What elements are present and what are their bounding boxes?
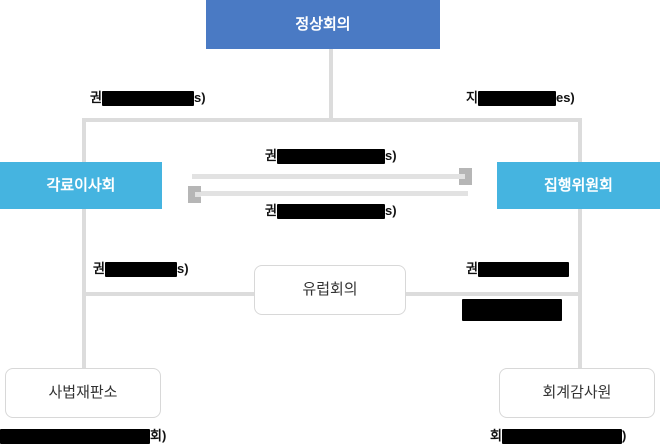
- node-summit-label: 정상회의: [295, 15, 351, 33]
- arrow-council-to-committee-track: [192, 174, 464, 179]
- caption-bottom-left-suffix: 회): [150, 428, 167, 443]
- node-parliament-label: 유럽회의: [302, 281, 358, 298]
- edge-label-top-right-prefix: 지: [466, 90, 478, 105]
- edge-label-middle-lower: 권 s): [265, 203, 397, 220]
- edge-label-middle-lower-redaction: [276, 204, 385, 220]
- node-council-label: 각료이사회: [46, 176, 116, 194]
- arrow-head-right-notch: [459, 174, 465, 179]
- edge-label-top-right-suffix: es): [555, 90, 575, 105]
- arrow-head-left-notch: [195, 192, 201, 197]
- edge-label-top-right: 지 es): [466, 90, 575, 107]
- node-council-of-ministers[interactable]: 각료이사회: [0, 162, 162, 209]
- edge-label-top-left: 권 s): [90, 90, 206, 107]
- connector-left-down-to-court: [82, 208, 86, 368]
- connector-parliament-to-right: [406, 292, 582, 296]
- edge-label-lower-right-bottom: [462, 299, 562, 321]
- edge-label-top-left-suffix: s): [193, 90, 206, 105]
- edge-label-lower-right-top-redaction: [477, 262, 569, 278]
- edge-label-lower-left-prefix: 권: [93, 261, 105, 276]
- connector-right-down-to-auditors: [578, 208, 582, 368]
- edge-label-middle-upper-redaction: [276, 149, 385, 165]
- caption-bottom-right-redaction: [501, 429, 622, 445]
- node-executive-committee[interactable]: 집행위원회: [497, 162, 660, 209]
- edge-label-middle-upper-prefix: 권: [265, 148, 277, 163]
- edge-label-middle-lower-suffix: s): [384, 203, 397, 218]
- edge-label-middle-lower-prefix: 권: [265, 203, 277, 218]
- node-summit[interactable]: 정상회의: [206, 0, 440, 49]
- edge-label-top-left-redaction: [101, 91, 194, 107]
- node-committee-label: 집행위원회: [543, 176, 613, 194]
- connector-left-down-to-council: [82, 118, 86, 163]
- connector-left-to-parliament: [82, 292, 254, 296]
- caption-bottom-left: 회): [0, 428, 167, 445]
- node-auditors-label: 회계감사원: [542, 384, 612, 401]
- caption-bottom-left-redaction: [0, 429, 150, 445]
- arrow-committee-to-council-track: [196, 191, 468, 196]
- edge-label-middle-upper: 권 s): [265, 148, 397, 165]
- caption-bottom-right-prefix: 회: [490, 428, 502, 443]
- caption-bottom-right-suffix: ): [621, 428, 627, 443]
- arrow-head-right-icon: [459, 168, 472, 185]
- connector-summit-down: [329, 48, 333, 120]
- edge-label-lower-right-top: 권: [466, 261, 569, 278]
- connector-right-down-to-committee: [578, 118, 582, 163]
- node-court-of-justice[interactable]: 사법재판소: [5, 368, 161, 418]
- caption-bottom-right: 회): [490, 428, 627, 445]
- node-court-of-auditors[interactable]: 회계감사원: [499, 368, 655, 418]
- node-court-label: 사법재판소: [48, 384, 118, 401]
- edge-label-middle-upper-suffix: s): [384, 148, 397, 163]
- connector-top-bracket: [82, 118, 582, 122]
- edge-label-top-right-redaction: [477, 91, 556, 107]
- edge-label-lower-left-suffix: s): [176, 261, 189, 276]
- arrow-head-left-icon: [188, 186, 201, 203]
- edge-label-lower-right-top-prefix: 권: [466, 261, 478, 276]
- edge-label-lower-left-redaction: [104, 262, 177, 278]
- edge-label-top-left-prefix: 권: [90, 90, 102, 105]
- edge-label-lower-right-bottom-redaction: [462, 299, 562, 321]
- edge-label-lower-left: 권 s): [93, 261, 189, 278]
- node-european-parliament[interactable]: 유럽회의: [254, 265, 406, 315]
